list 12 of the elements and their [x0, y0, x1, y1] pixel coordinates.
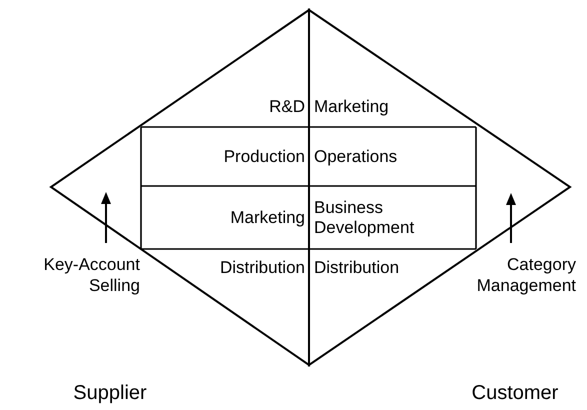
cell-label: Operations [314, 128, 474, 186]
cell-label: Distribution [314, 251, 474, 285]
cell-label: Distribution [145, 251, 305, 285]
side-note: Key-Account Selling [42, 254, 140, 296]
side-note: Category Management [476, 254, 576, 296]
cell-label: Business Development [314, 187, 474, 248]
cell-label: Marketing [314, 88, 454, 126]
region-heading: Supplier [72, 382, 148, 405]
cell-label: Production [145, 128, 305, 186]
cell-label: R&D [221, 88, 305, 126]
cell-label: Marketing [145, 187, 305, 248]
region-heading: Customer [470, 382, 560, 405]
